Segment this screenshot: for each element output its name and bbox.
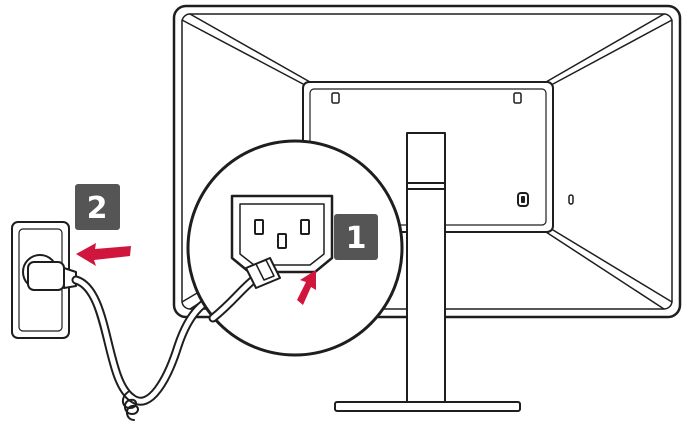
step-badge-2: 2 (75, 184, 120, 230)
arrow-into-monitor (297, 270, 316, 305)
step-number-2: 2 (87, 191, 108, 226)
zoom-detail (186, 139, 404, 357)
power-cable (71, 275, 230, 421)
arrow-into-outlet (76, 243, 131, 266)
step-number-1: 1 (346, 221, 367, 256)
kensington-lock-slot (517, 192, 529, 207)
joystick-button (568, 194, 574, 205)
monitor-stand (334, 132, 521, 412)
step-badge-1: 1 (334, 214, 378, 260)
ac-power-inlet (230, 194, 334, 274)
stand-base (334, 401, 521, 412)
power-cord-plug (245, 257, 281, 289)
wall-plug (27, 261, 65, 291)
insert-arrows (76, 243, 316, 305)
wall-outlet (11, 221, 77, 339)
stand-neck (406, 132, 446, 404)
